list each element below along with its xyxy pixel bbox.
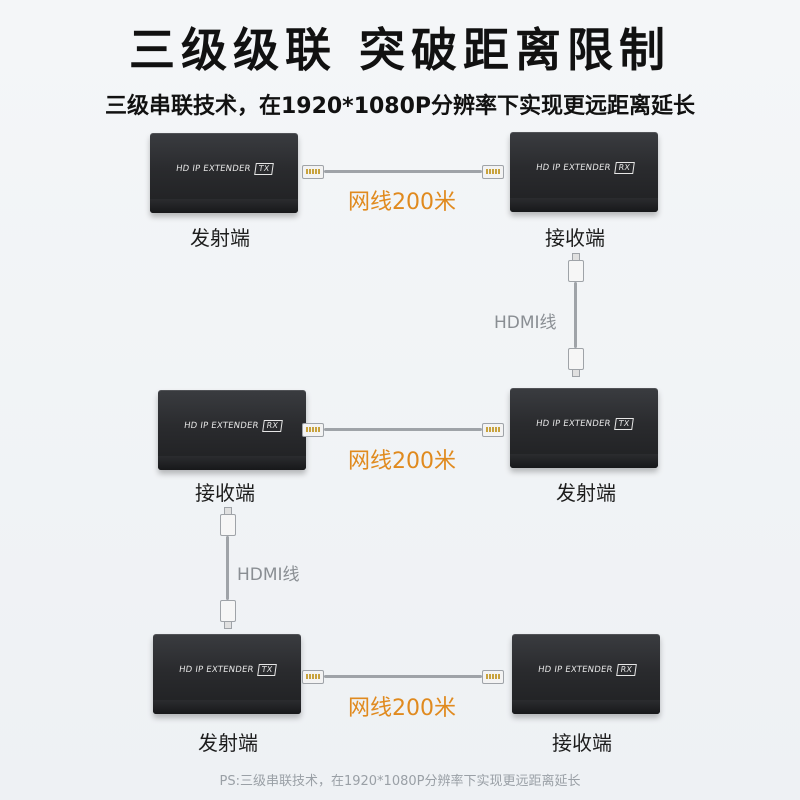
device-tag: TX bbox=[256, 664, 278, 676]
device-caption-r1-right: 接收端 bbox=[545, 226, 605, 250]
device-tag: RX bbox=[613, 162, 635, 174]
footnote: PS:三级串联技术，在1920*1080P分辨率下实现更远距离延长 bbox=[219, 774, 581, 789]
rj45-plug-icon bbox=[482, 165, 504, 179]
hdmi-plug-icon bbox=[568, 348, 584, 377]
network-cable-label: 网线200米 bbox=[348, 449, 456, 474]
hdmi-plug-icon bbox=[220, 507, 236, 536]
hdmi-plug-icon bbox=[568, 253, 584, 282]
device-tag: RX bbox=[615, 664, 637, 676]
network-cable bbox=[324, 170, 482, 173]
hdmi-cable bbox=[226, 536, 229, 600]
device-tag: TX bbox=[613, 418, 635, 430]
device-tag: TX bbox=[253, 163, 275, 175]
hdmi-cable-label: HDMI线 bbox=[494, 313, 557, 333]
rj45-plug-icon bbox=[302, 423, 324, 437]
network-cable-label: 网线200米 bbox=[348, 696, 456, 721]
device-caption-r2-left: 接收端 bbox=[195, 481, 255, 505]
device-tag: RX bbox=[261, 420, 283, 432]
device-caption-r3-right: 接收端 bbox=[552, 731, 612, 755]
device-caption-r3-left: 发射端 bbox=[198, 731, 258, 755]
hdmi-cable bbox=[574, 282, 577, 348]
rj45-plug-icon bbox=[482, 670, 504, 684]
page-title: 三级级联 突破距离限制 bbox=[128, 23, 671, 77]
network-cable bbox=[324, 428, 482, 431]
device-caption-r1-left: 发射端 bbox=[190, 226, 250, 250]
device-caption-r2-right: 发射端 bbox=[556, 481, 616, 505]
network-cable bbox=[324, 675, 482, 678]
page-subtitle: 三级串联技术，在1920*1080P分辨率下实现更远距离延长 bbox=[104, 94, 696, 119]
rj45-plug-icon bbox=[302, 670, 324, 684]
hdmi-cable-label: HDMI线 bbox=[237, 565, 300, 585]
network-cable-label: 网线200米 bbox=[348, 190, 456, 215]
rj45-plug-icon bbox=[302, 165, 324, 179]
rj45-plug-icon bbox=[482, 423, 504, 437]
hdmi-plug-icon bbox=[220, 600, 236, 629]
